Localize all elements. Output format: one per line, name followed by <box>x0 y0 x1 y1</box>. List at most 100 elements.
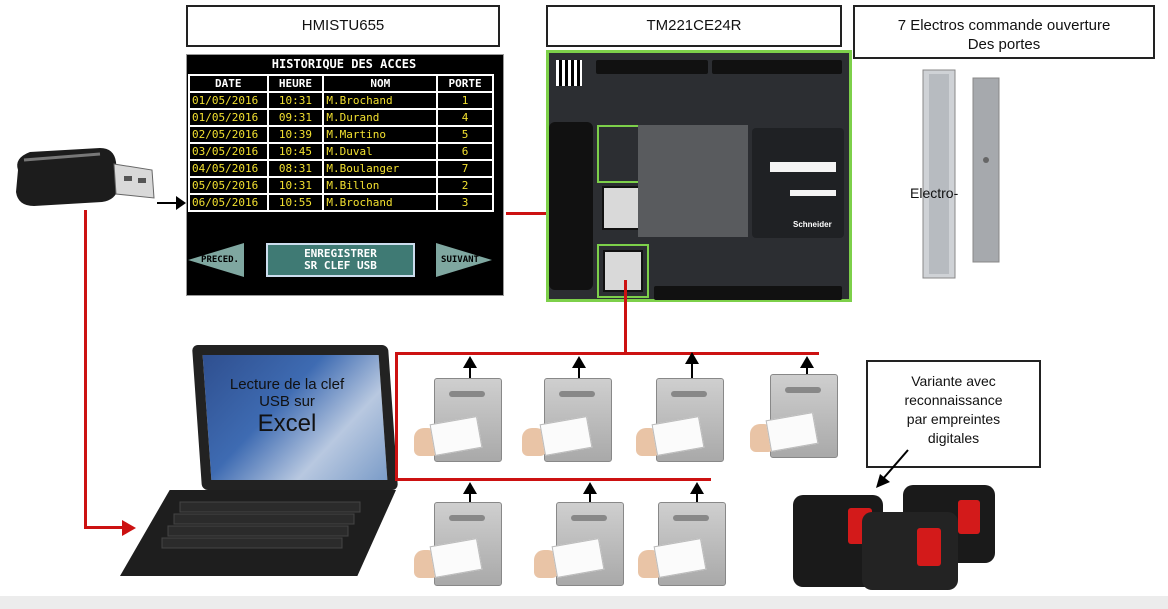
plc-brand-label: Schneider <box>793 220 832 229</box>
plc-top-terminal <box>712 60 842 74</box>
save-usb-label-line2: SR CLEF USB <box>304 259 377 272</box>
plc-side-module <box>549 122 593 290</box>
cell-name: M.Boulanger <box>322 159 439 178</box>
save-usb-button[interactable]: ENREGISTRER SR CLEF USB <box>266 243 415 277</box>
table-header-row: DATE HEURE NOM PORTE <box>188 74 494 93</box>
column-header-time: HEURE <box>266 74 325 93</box>
plc-status-panel <box>752 128 844 238</box>
laptop-text-line3: Excel <box>257 410 317 437</box>
column-header-door: PORTE <box>436 74 494 93</box>
plc-ethernet-frame <box>597 244 649 298</box>
cell-door: 2 <box>436 176 494 195</box>
cell-date: 05/05/2016 <box>188 176 269 195</box>
reader-signal-arrow <box>572 356 586 384</box>
usb-to-laptop-link <box>84 526 124 529</box>
cell-date: 01/05/2016 <box>188 108 269 127</box>
fingerprint-note-line2: reconnaissance <box>904 392 1003 408</box>
laptop-keys-icon <box>161 501 361 549</box>
electro-title-box: 7 Electros commande ouverture Des portes <box>853 5 1155 59</box>
cell-door: 5 <box>436 125 494 144</box>
plc-display <box>638 125 748 237</box>
cell-name: M.Billon <box>322 176 439 195</box>
reader-signal-arrow <box>583 482 597 510</box>
reader-signal-arrow <box>463 482 477 510</box>
cell-name: M.Brochand <box>322 193 439 212</box>
hmi-screen-title: HISTORIQUE DES ACCES <box>271 57 417 71</box>
cell-door: 4 <box>436 108 494 127</box>
plc-qr-code <box>556 60 582 86</box>
column-header-name: NOM <box>322 74 439 93</box>
cell-time: 10:55 <box>266 193 325 212</box>
reader-signal-arrow <box>690 482 704 510</box>
cell-time: 10:45 <box>266 142 325 161</box>
laptop-text-line2: USB sur <box>259 393 315 410</box>
column-header-date: DATE <box>188 74 269 93</box>
cell-time: 08:31 <box>266 159 325 178</box>
fingerprint-sensor <box>958 500 980 534</box>
cell-time: 10:39 <box>266 125 325 144</box>
plc-ethernet-port <box>603 250 643 292</box>
next-button-label: SUIVANT <box>441 255 479 265</box>
cell-date: 06/05/2016 <box>188 193 269 212</box>
electro-title-line1: 7 Electros commande ouverture <box>897 17 1111 34</box>
cell-date: 01/05/2016 <box>188 91 269 110</box>
plc-top-terminal <box>596 60 708 74</box>
plc-title: TM221CE24R <box>646 17 742 34</box>
fingerprint-reader <box>862 512 958 590</box>
cell-door: 3 <box>436 193 494 212</box>
cell-date: 02/05/2016 <box>188 125 269 144</box>
cell-door: 6 <box>436 142 494 161</box>
cell-name: M.Brochand <box>322 91 439 110</box>
electro-label: Electro- <box>910 185 959 201</box>
reader-signal-arrow <box>463 356 477 384</box>
hmi-title: HMISTU655 <box>301 17 385 34</box>
plc-to-bus-link <box>624 280 627 354</box>
usb-to-laptop-arrowhead <box>122 520 136 536</box>
laptop-text: Lecture de la clef USB sur Excel <box>212 376 362 438</box>
usb-key-icon <box>16 148 155 206</box>
cell-time: 10:31 <box>266 176 325 195</box>
electromagnet-lock-icon <box>922 69 1000 279</box>
fingerprint-note-line1: Variante avec <box>911 373 996 389</box>
fingerprint-sensor <box>917 528 941 566</box>
cell-door: 1 <box>436 91 494 110</box>
reader-bus-bottom <box>395 478 711 481</box>
fingerprint-note-box: Variante avec reconnaissance par emprein… <box>866 360 1041 468</box>
cell-time: 10:31 <box>266 91 325 110</box>
reader-bus-top <box>395 352 819 355</box>
cell-name: M.Martino <box>322 125 439 144</box>
previous-button-label: PRECED. <box>201 255 239 265</box>
cell-time: 09:31 <box>266 108 325 127</box>
electro-title-line2: Des portes <box>967 36 1041 53</box>
cell-date: 03/05/2016 <box>188 142 269 161</box>
save-usb-label-line1: ENREGISTRER <box>304 247 377 260</box>
cell-name: M.Durand <box>322 108 439 127</box>
plc-status-bars <box>790 190 836 196</box>
reader-signal-arrow <box>685 352 699 384</box>
usb-to-laptop-link <box>84 210 87 528</box>
usb-to-hmi-arrow <box>157 202 179 204</box>
plc-bottom-terminal <box>654 286 842 300</box>
usb-to-hmi-arrowhead <box>176 196 186 210</box>
cell-name: M.Duval <box>322 142 439 161</box>
plc-title-box: TM221CE24R <box>546 5 842 47</box>
reader-bus-left <box>395 352 398 480</box>
plc-status-bars <box>770 162 836 172</box>
note-pointer-arrow <box>876 449 909 488</box>
bottom-strip <box>0 596 1168 609</box>
hmi-to-plc-link <box>506 212 584 215</box>
hmi-title-box: HMISTU655 <box>186 5 500 47</box>
cell-date: 04/05/2016 <box>188 159 269 178</box>
fingerprint-note-line4: digitales <box>927 430 980 446</box>
cell-door: 7 <box>436 159 494 178</box>
fingerprint-note-line3: par empreintes <box>906 411 1001 427</box>
laptop-text-line1: Lecture de la clef <box>229 376 345 393</box>
